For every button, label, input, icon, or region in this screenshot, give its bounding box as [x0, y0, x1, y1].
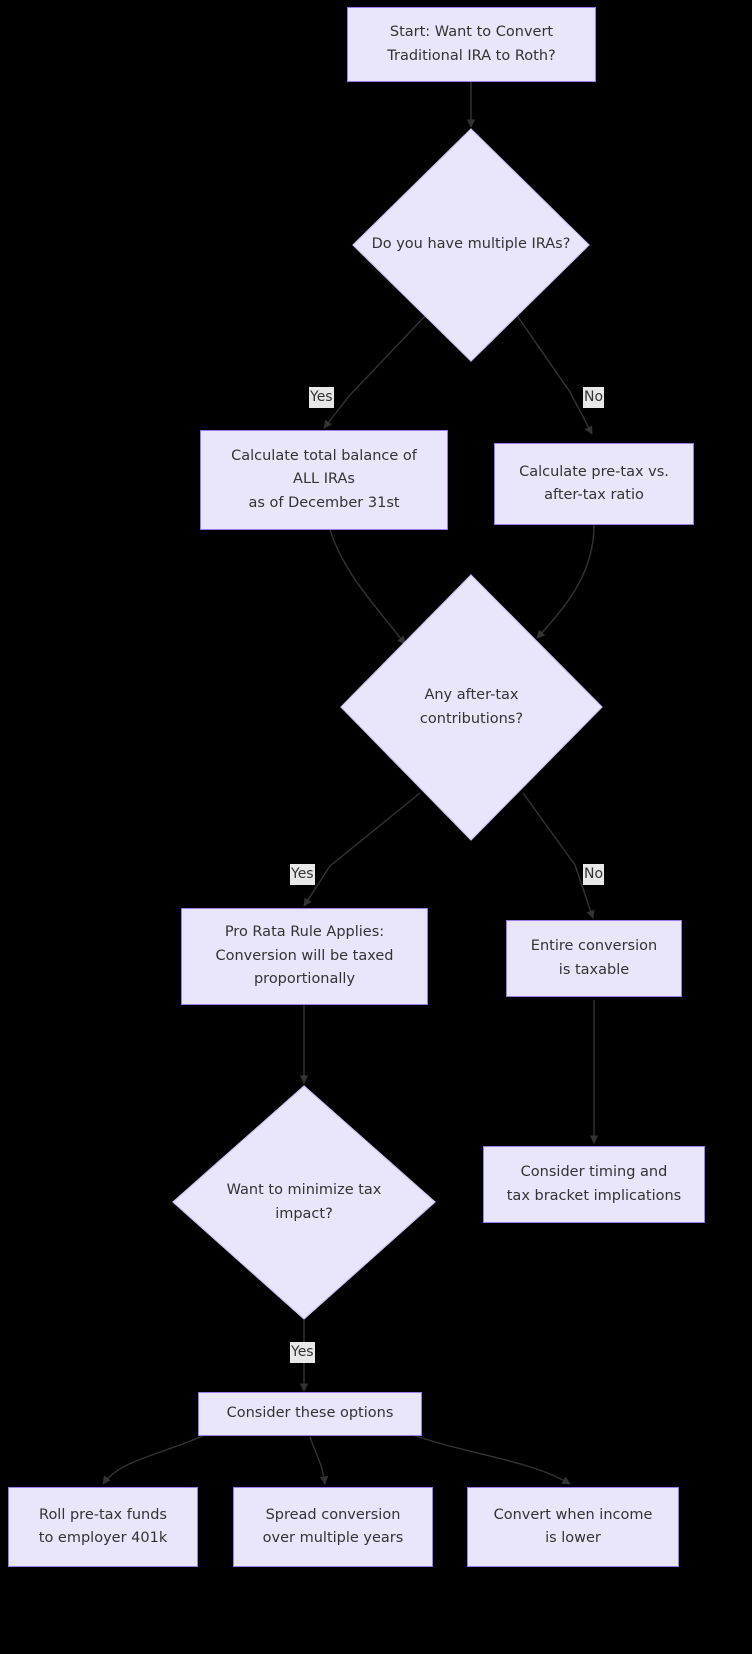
- node-calculate-ratio-label: Calculate pre-tax vs. after-tax ratio: [519, 463, 669, 503]
- diamond-shape: [340, 574, 603, 841]
- edge-options-to-roll-401k: [102, 1434, 206, 1485]
- node-convert-when-income-lower-label: Convert when income is lower: [493, 1506, 653, 1546]
- node-entire-conversion-taxable[interactable]: Entire conversion is taxable: [506, 920, 682, 997]
- edge-label-text: Yes: [291, 866, 314, 882]
- node-want-minimize-tax-impact[interactable]: Want to minimize tax impact?: [172, 1085, 436, 1320]
- node-multiple-iras[interactable]: Do you have multiple IRAs?: [352, 128, 590, 362]
- node-entire-conversion-taxable-label: Entire conversion is taxable: [530, 938, 658, 978]
- node-roll-pretax-funds-401k[interactable]: Roll pre-tax funds to employer 401k: [8, 1487, 198, 1567]
- node-multiple-iras-label: Do you have multiple IRAs?: [371, 236, 571, 253]
- edge-label-text: Yes: [291, 1344, 314, 1360]
- edge-label-text: No: [584, 866, 604, 882]
- edge-label-multiple-iras-no: No: [583, 387, 605, 409]
- node-pro-rata-rule-label: Pro Rata Rule Applies: Conversion will b…: [215, 924, 394, 988]
- node-consider-timing-label: Consider timing and tax bracket implicat…: [506, 1164, 682, 1204]
- node-any-after-tax-contributions-label: Any after-tax contributions?: [419, 687, 524, 727]
- edge-options-to-spread: [309, 1436, 329, 1485]
- node-want-minimize-tax-impact-label: Want to minimize tax impact?: [226, 1182, 382, 1222]
- edge-label-after-tax-no: No: [583, 864, 605, 886]
- node-pro-rata-rule[interactable]: Pro Rata Rule Applies: Conversion will b…: [181, 908, 428, 1005]
- node-spread-conversion-label: Spread conversion over multiple years: [262, 1506, 404, 1546]
- edge-label-after-tax-yes: Yes: [290, 864, 315, 886]
- node-start-label: Start: Want to Convert Traditional IRA t…: [387, 24, 556, 64]
- node-calculate-total-balance-label: Calculate total balance of ALL IRAs as o…: [231, 447, 417, 511]
- edge-label-minimize-yes: Yes: [290, 1342, 315, 1364]
- node-roll-pretax-funds-401k-label: Roll pre-tax funds to employer 401k: [38, 1506, 168, 1546]
- edge-label-multiple-iras-yes: Yes: [309, 387, 334, 409]
- node-consider-these-options-label: Consider these options: [226, 1405, 394, 1422]
- node-consider-timing[interactable]: Consider timing and tax bracket implicat…: [483, 1146, 705, 1223]
- node-calculate-ratio[interactable]: Calculate pre-tax vs. after-tax ratio: [494, 443, 694, 525]
- diamond-shape: [352, 128, 590, 362]
- edge-label-text: Yes: [310, 389, 333, 405]
- edge-label-text: No: [584, 389, 604, 405]
- node-convert-when-income-lower[interactable]: Convert when income is lower: [467, 1487, 679, 1567]
- node-calculate-total-balance[interactable]: Calculate total balance of ALL IRAs as o…: [200, 430, 448, 530]
- edge-options-to-convert-lower: [409, 1433, 571, 1485]
- diamond-shape: [172, 1085, 436, 1320]
- node-start[interactable]: Start: Want to Convert Traditional IRA t…: [347, 7, 596, 82]
- node-consider-these-options[interactable]: Consider these options: [198, 1392, 422, 1436]
- node-any-after-tax-contributions[interactable]: Any after-tax contributions?: [340, 574, 603, 841]
- node-spread-conversion[interactable]: Spread conversion over multiple years: [233, 1487, 433, 1567]
